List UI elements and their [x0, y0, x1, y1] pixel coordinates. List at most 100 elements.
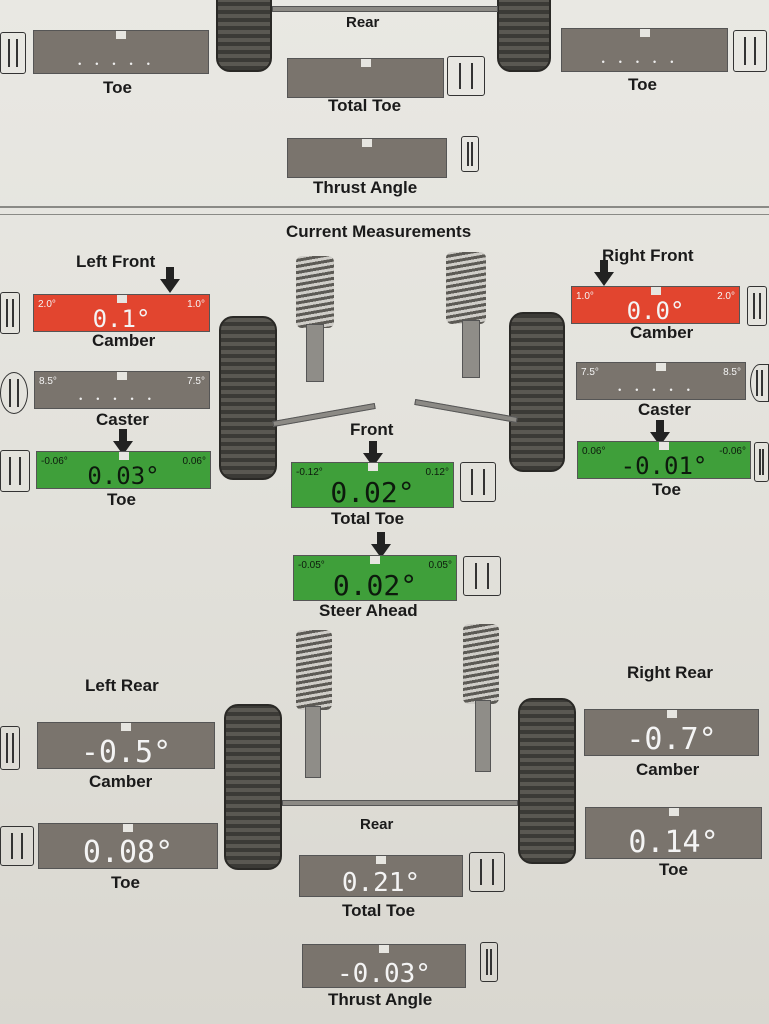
- gauge-notch: [116, 295, 127, 303]
- top-thrust-angle-label: Thrust Angle: [313, 178, 418, 197]
- right-front-toe-gauge: 0.06° -0.06° -0.01°: [577, 441, 751, 479]
- left-front-camber-label: Camber: [92, 331, 156, 350]
- gauge-notch: [376, 856, 386, 864]
- top-total-toe-gauge: [287, 58, 444, 98]
- left-front-camber-value: 0.1°: [92, 305, 151, 333]
- front-right-spring-icon: [446, 252, 486, 324]
- caster-wheel-icon: [750, 364, 769, 402]
- rear-total-toe-label: Total Toe: [342, 901, 416, 920]
- toe-car-icon: [754, 442, 769, 482]
- camber-min-label: 2.0°: [38, 299, 56, 310]
- gauge-notch: [668, 808, 679, 816]
- right-front-camber-arrow-icon: [594, 260, 614, 286]
- top-right-toe-gauge: •••••: [561, 28, 728, 72]
- gauge-ticks: •••••: [79, 394, 165, 404]
- top-rear-label: Rear: [346, 14, 380, 31]
- thrust-angle-label: Thrust Angle: [328, 990, 433, 1009]
- left-rear-toe-label: Toe: [111, 873, 140, 892]
- rear-wheel-left-icon: [216, 0, 272, 72]
- top-thrust-angle-gauge: [287, 138, 447, 178]
- rear-left-spring-icon: [296, 630, 332, 710]
- left-rear-camber-gauge: -0.5°: [37, 722, 215, 769]
- camber-min-label: 1.0°: [576, 291, 594, 302]
- caster-max-label: 8.5°: [723, 367, 741, 378]
- right-rear-camber-gauge: -0.7°: [584, 709, 759, 756]
- toe-min-label: 0.06°: [582, 446, 606, 457]
- right-rear-title: Right Rear: [627, 663, 713, 682]
- right-rear-toe-value: 0.14°: [628, 825, 719, 860]
- right-toe-car-icon: [733, 30, 767, 72]
- right-front-toe-label: Toe: [652, 480, 681, 499]
- left-front-caster-gauge: 8.5° 7.5° •••••: [34, 371, 210, 409]
- toe-min-label: -0.06°: [41, 456, 68, 467]
- front-right-control-arm-icon: [414, 399, 518, 423]
- right-rear-camber-label: Camber: [636, 760, 700, 779]
- caster-wheel-icon: [0, 372, 28, 414]
- toe-car-icon: [0, 450, 30, 492]
- camber-max-label: 2.0°: [717, 291, 735, 302]
- total-toe-max-label: 0.12°: [425, 467, 449, 478]
- top-right-toe-label: Toe: [628, 75, 657, 94]
- right-front-caster-label: Caster: [638, 400, 691, 419]
- right-front-caster-gauge: 7.5° 8.5° •••••: [576, 362, 746, 400]
- gauge-notch: [123, 824, 133, 832]
- rear-right-spring-icon: [463, 624, 499, 704]
- total-toe-car-icon: [469, 852, 505, 892]
- front-total-toe-gauge: -0.12° 0.12° 0.02°: [291, 462, 454, 508]
- front-right-strut-icon: [462, 320, 480, 378]
- gauge-ticks: •••••: [618, 385, 704, 395]
- steer-ahead-gauge: -0.05° 0.05° 0.02°: [293, 555, 457, 601]
- rear-wheel-right-icon: [497, 0, 551, 72]
- caster-max-label: 7.5°: [187, 376, 205, 387]
- gauge-notch: [659, 442, 669, 450]
- left-toe-car-icon: [0, 32, 26, 74]
- bottom-rear-label: Rear: [360, 816, 394, 833]
- total-toe-car-icon: [447, 56, 485, 96]
- gauge-notch: [360, 59, 371, 67]
- left-front-toe-value: 0.03°: [87, 462, 160, 490]
- rear-axle-icon: [272, 6, 498, 12]
- right-rear-camber-value: -0.7°: [626, 722, 717, 757]
- right-rear-toe-gauge: 0.14°: [585, 807, 762, 859]
- rear-axle-icon: [282, 800, 518, 806]
- front-left-strut-icon: [306, 324, 324, 382]
- gauge-notch: [656, 363, 666, 371]
- gauge-notch: [650, 287, 661, 295]
- left-front-toe-label: Toe: [107, 490, 136, 509]
- front-label: Front: [350, 420, 394, 439]
- toe-max-label: 0.06°: [182, 456, 206, 467]
- gauge-notch: [117, 372, 127, 380]
- left-front-camber-gauge: 2.0° 1.0° 0.1°: [33, 294, 210, 332]
- steer-ahead-value: 0.02°: [332, 569, 418, 602]
- camber-car-icon: [0, 726, 20, 770]
- gauge-ticks: •••••: [601, 57, 688, 67]
- left-rear-toe-value: 0.08°: [82, 835, 174, 870]
- steer-ahead-label: Steer Ahead: [319, 601, 418, 620]
- camber-max-label: 1.0°: [187, 299, 205, 310]
- gauge-notch: [367, 463, 378, 471]
- thrust-angle-gauge: -0.03°: [302, 944, 466, 988]
- left-rear-camber-label: Camber: [89, 772, 153, 791]
- left-front-title: Left Front: [76, 252, 156, 271]
- rear-left-strut-icon: [305, 706, 321, 778]
- caster-min-label: 7.5°: [581, 367, 599, 378]
- toe-car-icon: [0, 826, 34, 866]
- gauge-notch: [121, 723, 131, 731]
- gauge-notch: [116, 31, 126, 39]
- gauge-notch: [379, 945, 389, 953]
- rear-total-toe-gauge: 0.21°: [299, 855, 463, 897]
- total-toe-car-icon: [460, 462, 496, 502]
- left-front-toe-gauge: -0.06° 0.06° 0.03°: [36, 451, 211, 489]
- right-front-title: Right Front: [602, 246, 694, 265]
- steer-ahead-arrow-icon: [371, 532, 391, 558]
- gauge-notch: [370, 556, 380, 564]
- left-rear-camber-value: -0.5°: [80, 735, 172, 770]
- caster-min-label: 8.5°: [39, 376, 57, 387]
- thrust-angle-car-icon: [480, 942, 498, 982]
- rear-right-strut-icon: [475, 700, 491, 772]
- right-front-toe-value: -0.01°: [620, 452, 708, 480]
- gauge-notch: [362, 139, 372, 147]
- top-left-toe-gauge: •••••: [33, 30, 209, 74]
- right-front-camber-value: 0.0°: [626, 297, 685, 325]
- front-left-spring-icon: [296, 256, 334, 328]
